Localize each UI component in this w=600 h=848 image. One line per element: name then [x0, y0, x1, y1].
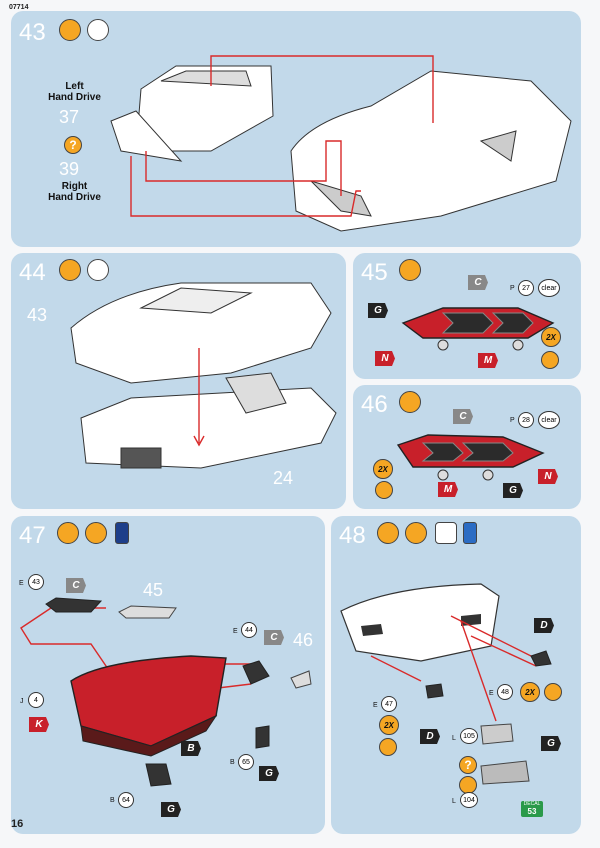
part-tag-m: M — [438, 482, 458, 497]
paint-jar-icon — [115, 522, 129, 544]
multiply-2x-badge: 2X — [520, 682, 540, 702]
paint-number-27: 27 — [518, 280, 534, 296]
part-tag-c: C — [66, 578, 86, 593]
part-label-e2: E — [373, 702, 378, 709]
question-icon: ? — [64, 136, 82, 154]
ghost-step-43: 43 — [27, 305, 48, 325]
part-label-e2: E — [233, 628, 238, 635]
step-44-drawing — [70, 282, 337, 469]
multiply-2x-badge: 2X — [373, 459, 393, 479]
part-number-48: 48 — [497, 684, 513, 700]
part-number-64: 64 — [118, 792, 134, 808]
part-number-65: 65 — [238, 754, 254, 770]
paint-brush-icon — [85, 522, 107, 544]
step-45-panel: 45 C P 27 clear G 2X N M — [353, 253, 581, 379]
part-label-e1: E — [489, 690, 494, 697]
ghost-step-37: 37 — [59, 107, 80, 127]
part-tag-b: B — [181, 741, 201, 756]
part-label-p: P — [510, 417, 515, 424]
glue-icon — [59, 259, 81, 281]
step-43-drawing — [110, 55, 572, 232]
mix-icon — [544, 683, 562, 701]
decal-label: DECAL — [523, 801, 541, 807]
decal-number: 53 — [527, 807, 537, 816]
left-hand-drive-label: Left Hand Drive — [48, 81, 101, 103]
part-number-104: 104 — [460, 792, 478, 808]
glue-icon — [59, 19, 81, 41]
page-number: 16 — [11, 818, 24, 830]
part-label-p: P — [510, 285, 515, 292]
mix-icon — [375, 481, 393, 499]
taillight-left-drawing — [401, 307, 555, 351]
part-tag-g1: G — [259, 766, 279, 781]
part-tag-n: N — [375, 351, 395, 366]
step-44-panel: 44 43 24 — [11, 253, 346, 509]
decal-icon — [435, 522, 457, 544]
kit-code: 07714 — [9, 4, 29, 11]
part-tag-m: M — [478, 353, 498, 368]
step-48-number: 48 — [339, 522, 366, 549]
clock-icon — [87, 259, 109, 281]
step-43-number: 43 — [19, 19, 46, 46]
part-label-b1: B — [230, 759, 235, 766]
part-tag-g2: G — [161, 802, 181, 817]
right-hand-drive-label: Right Hand Drive — [48, 181, 101, 203]
question-icon: ? — [459, 756, 477, 774]
paint-brush-icon — [405, 522, 427, 544]
step-44-number: 44 — [19, 259, 46, 286]
step-47-number: 47 — [19, 522, 46, 549]
step-48-drawing — [340, 583, 552, 785]
part-number-47: 47 — [381, 696, 397, 712]
step-48-panel: 48 D E 48 2X E 47 2X D L — [331, 516, 581, 834]
part-tag-c2: C — [264, 630, 284, 645]
part-tag-g: G — [503, 483, 523, 498]
step-45-number: 45 — [361, 259, 388, 286]
paint-jar-icon — [463, 522, 477, 544]
part-tag-c: C — [468, 275, 488, 290]
part-label-l1: L — [452, 735, 456, 742]
step-46-panel: 46 C P 28 clear 2X N M G — [353, 385, 581, 509]
step-43-panel: 43 Left Hand Drive 37 ? 39 Right Hand Dr… — [11, 11, 581, 247]
part-number-105: 105 — [460, 728, 478, 744]
part-tag-k: K — [29, 717, 49, 732]
part-tag-c: C — [453, 409, 473, 424]
decal-badge: DECAL 53 — [521, 801, 543, 817]
step-47-panel: 47 E 43 C 45 E 44 C 46 J 4 — [11, 516, 325, 834]
glue-icon — [377, 522, 399, 544]
part-tag-g: G — [541, 736, 561, 751]
part-tag-g: G — [368, 303, 388, 318]
part-label-b2: B — [110, 797, 115, 804]
paint-number-28: 28 — [518, 412, 534, 428]
mix-icon — [541, 351, 559, 369]
ghost-step-24: 24 — [273, 468, 294, 488]
clock-icon — [87, 19, 109, 41]
multiply-2x-badge: 2X — [379, 715, 399, 735]
step-47-drawing — [20, 597, 312, 787]
ghost-step-39: 39 — [59, 159, 80, 179]
mix-icon — [379, 738, 397, 756]
taillight-right-drawing — [396, 434, 545, 481]
part-number-44: 44 — [241, 622, 257, 638]
part-tag-n: N — [538, 469, 558, 484]
multiply-2x-badge: 2X — [541, 327, 561, 347]
clear-paint-badge: clear — [538, 279, 560, 297]
part-label-e: E — [19, 580, 24, 587]
glue-icon — [57, 522, 79, 544]
ghost-step-45: 45 — [143, 580, 164, 600]
part-label-j: J — [20, 698, 24, 705]
part-label-l2: L — [452, 798, 456, 805]
clear-paint-badge: clear — [538, 411, 560, 429]
part-tag-d1: D — [534, 618, 554, 633]
paint-brush-icon — [399, 391, 421, 413]
part-tag-d2: D — [420, 729, 440, 744]
ghost-step-46: 46 — [293, 630, 314, 650]
step-46-number: 46 — [361, 391, 388, 418]
part-number-4: 4 — [28, 692, 44, 708]
part-number-43: 43 — [28, 574, 44, 590]
paint-brush-icon — [399, 259, 421, 281]
